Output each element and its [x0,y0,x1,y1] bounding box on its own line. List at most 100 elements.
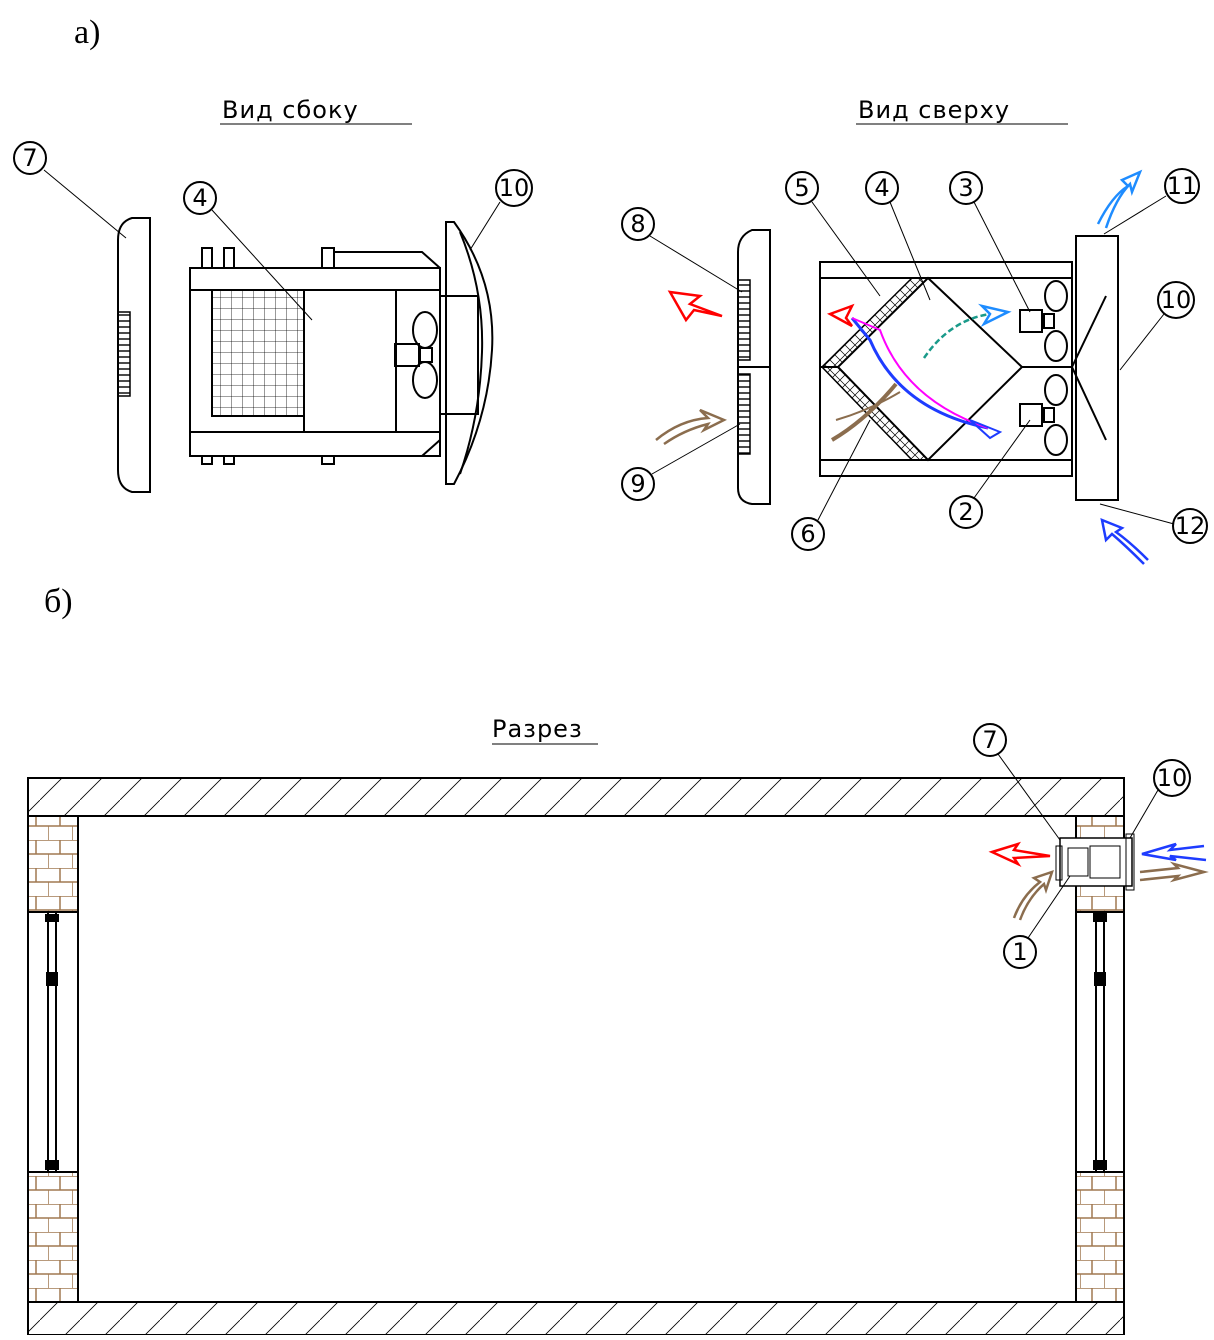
side-hood-neck [439,295,479,415]
panel-label-a: а) [74,14,100,51]
right-window-handle [1094,972,1106,986]
side-fan-hub [419,347,433,363]
side-fan-blade-bottom [412,361,438,399]
top-fan-blade-upper-a [1044,280,1068,312]
side-callout-4: 4 [192,184,207,212]
section-unit-hood [1125,833,1135,891]
section-unit-grille [1055,845,1063,881]
top-callout-10: 10 [1161,286,1192,314]
section-callout-7: 7 [982,726,997,754]
top-grille-slots-upper [737,279,751,361]
left-wall-brick-upper [27,815,79,913]
top-flow-supply [830,382,898,442]
top-callout-4: 4 [874,174,889,202]
top-leader-3 [973,201,1031,313]
side-grille-slots [117,311,131,397]
top-callout-5-circle [785,171,819,205]
top-callout-2: 2 [958,498,973,526]
side-top-housing [334,251,441,269]
side-top-lugs [201,247,335,268]
section-leader-7 [997,753,1061,841]
side-view-title: Вид сбоку [222,96,359,124]
top-leader-5 [811,201,881,297]
top-callout-11-circle [1164,168,1200,204]
top-callout-12: 12 [1175,512,1206,540]
top-callout-4-circle [865,171,899,205]
top-fan-motor-lower [1019,403,1043,427]
top-callout-3-circle [949,171,983,205]
section-arrow-outside [1139,861,1209,883]
side-callout-7: 7 [22,144,37,172]
top-callout-6-circle [791,517,825,551]
side-inner-grille [117,217,151,493]
section-leader-1 [1027,875,1071,939]
top-callout-9-circle [621,467,655,501]
top-leader-11 [1103,195,1167,235]
section-callout-1: 1 [1012,938,1027,966]
top-flow-exhaust-blue-head [978,303,1012,328]
top-callout-11: 11 [1167,172,1198,200]
top-callout-9: 9 [630,470,645,498]
side-leader-4 [211,209,313,321]
top-view: Вид сверху [621,96,1208,565]
section-arrow-fresh [1141,842,1207,862]
top-flow-mixing [851,317,989,429]
top-leader-2 [973,419,1031,499]
left-window-fitting-bottom [45,1160,59,1170]
top-callout-5: 5 [794,174,809,202]
side-bottom-housing [334,439,441,457]
section-callout-10: 10 [1157,764,1188,792]
left-window-fitting-top [45,914,59,922]
side-leader-10 [469,201,501,251]
left-window-handle [46,972,58,986]
top-leader-12 [1099,503,1175,525]
top-leader-8 [649,235,743,293]
top-fan-hub-upper [1043,313,1055,329]
section-view: Разрез [27,715,1209,1336]
top-arrow-exhaust-outside [1096,169,1143,229]
side-callout-10: 10 [499,174,530,202]
top-arrow-fresh-in [1100,517,1149,565]
floor-slab [27,1301,1125,1336]
section-view-title: Разрез [492,715,583,743]
top-leader-10 [1119,313,1165,371]
section-leader-10 [1129,789,1159,839]
top-callout-12-circle [1172,508,1208,544]
top-leader-6 [817,419,871,521]
right-window-fitting-bottom [1093,1160,1107,1170]
side-leader-7 [43,169,127,239]
side-hood-inner-curve [459,231,484,475]
top-fan-hub-lower [1043,407,1055,423]
top-flow-fresh-tail [969,419,1003,440]
top-flow-supply-b [835,391,901,421]
section-unit-fan-bay [1089,845,1121,879]
section-arrow-supply [1012,870,1054,921]
room-interior [77,815,1077,1303]
section-callout-10-circle [1153,759,1191,797]
left-window-opening [27,911,79,1173]
section-arrow-exhaust [988,841,1051,867]
side-heat-exchanger [211,289,305,417]
top-view-title: Вид сверху [858,96,1010,124]
top-fan-blade-lower-b [1044,424,1068,456]
section-unit-exchanger [1067,847,1089,877]
top-callout-10-circle [1157,281,1195,319]
top-grille-slots-lower [737,373,751,455]
top-inner-grille [737,229,771,505]
top-callout-3: 3 [958,174,973,202]
top-outer-deflector [1071,295,1107,441]
top-arrow-exhaust-out [667,290,723,323]
top-flow-exhaust-head [826,303,855,328]
side-bottom-lugs [201,456,335,465]
side-callout-7-circle [13,141,47,175]
right-window-opening [1075,911,1125,1173]
right-window-fitting-top [1093,912,1107,922]
top-arrow-supply-in [655,408,728,446]
top-fan-motor-upper [1019,309,1043,333]
section-callout-7-circle [973,723,1007,757]
top-leader-9 [651,423,741,475]
side-view: Вид сбоку 7 4 10 [13,96,533,493]
top-flow-fresh [850,317,989,430]
